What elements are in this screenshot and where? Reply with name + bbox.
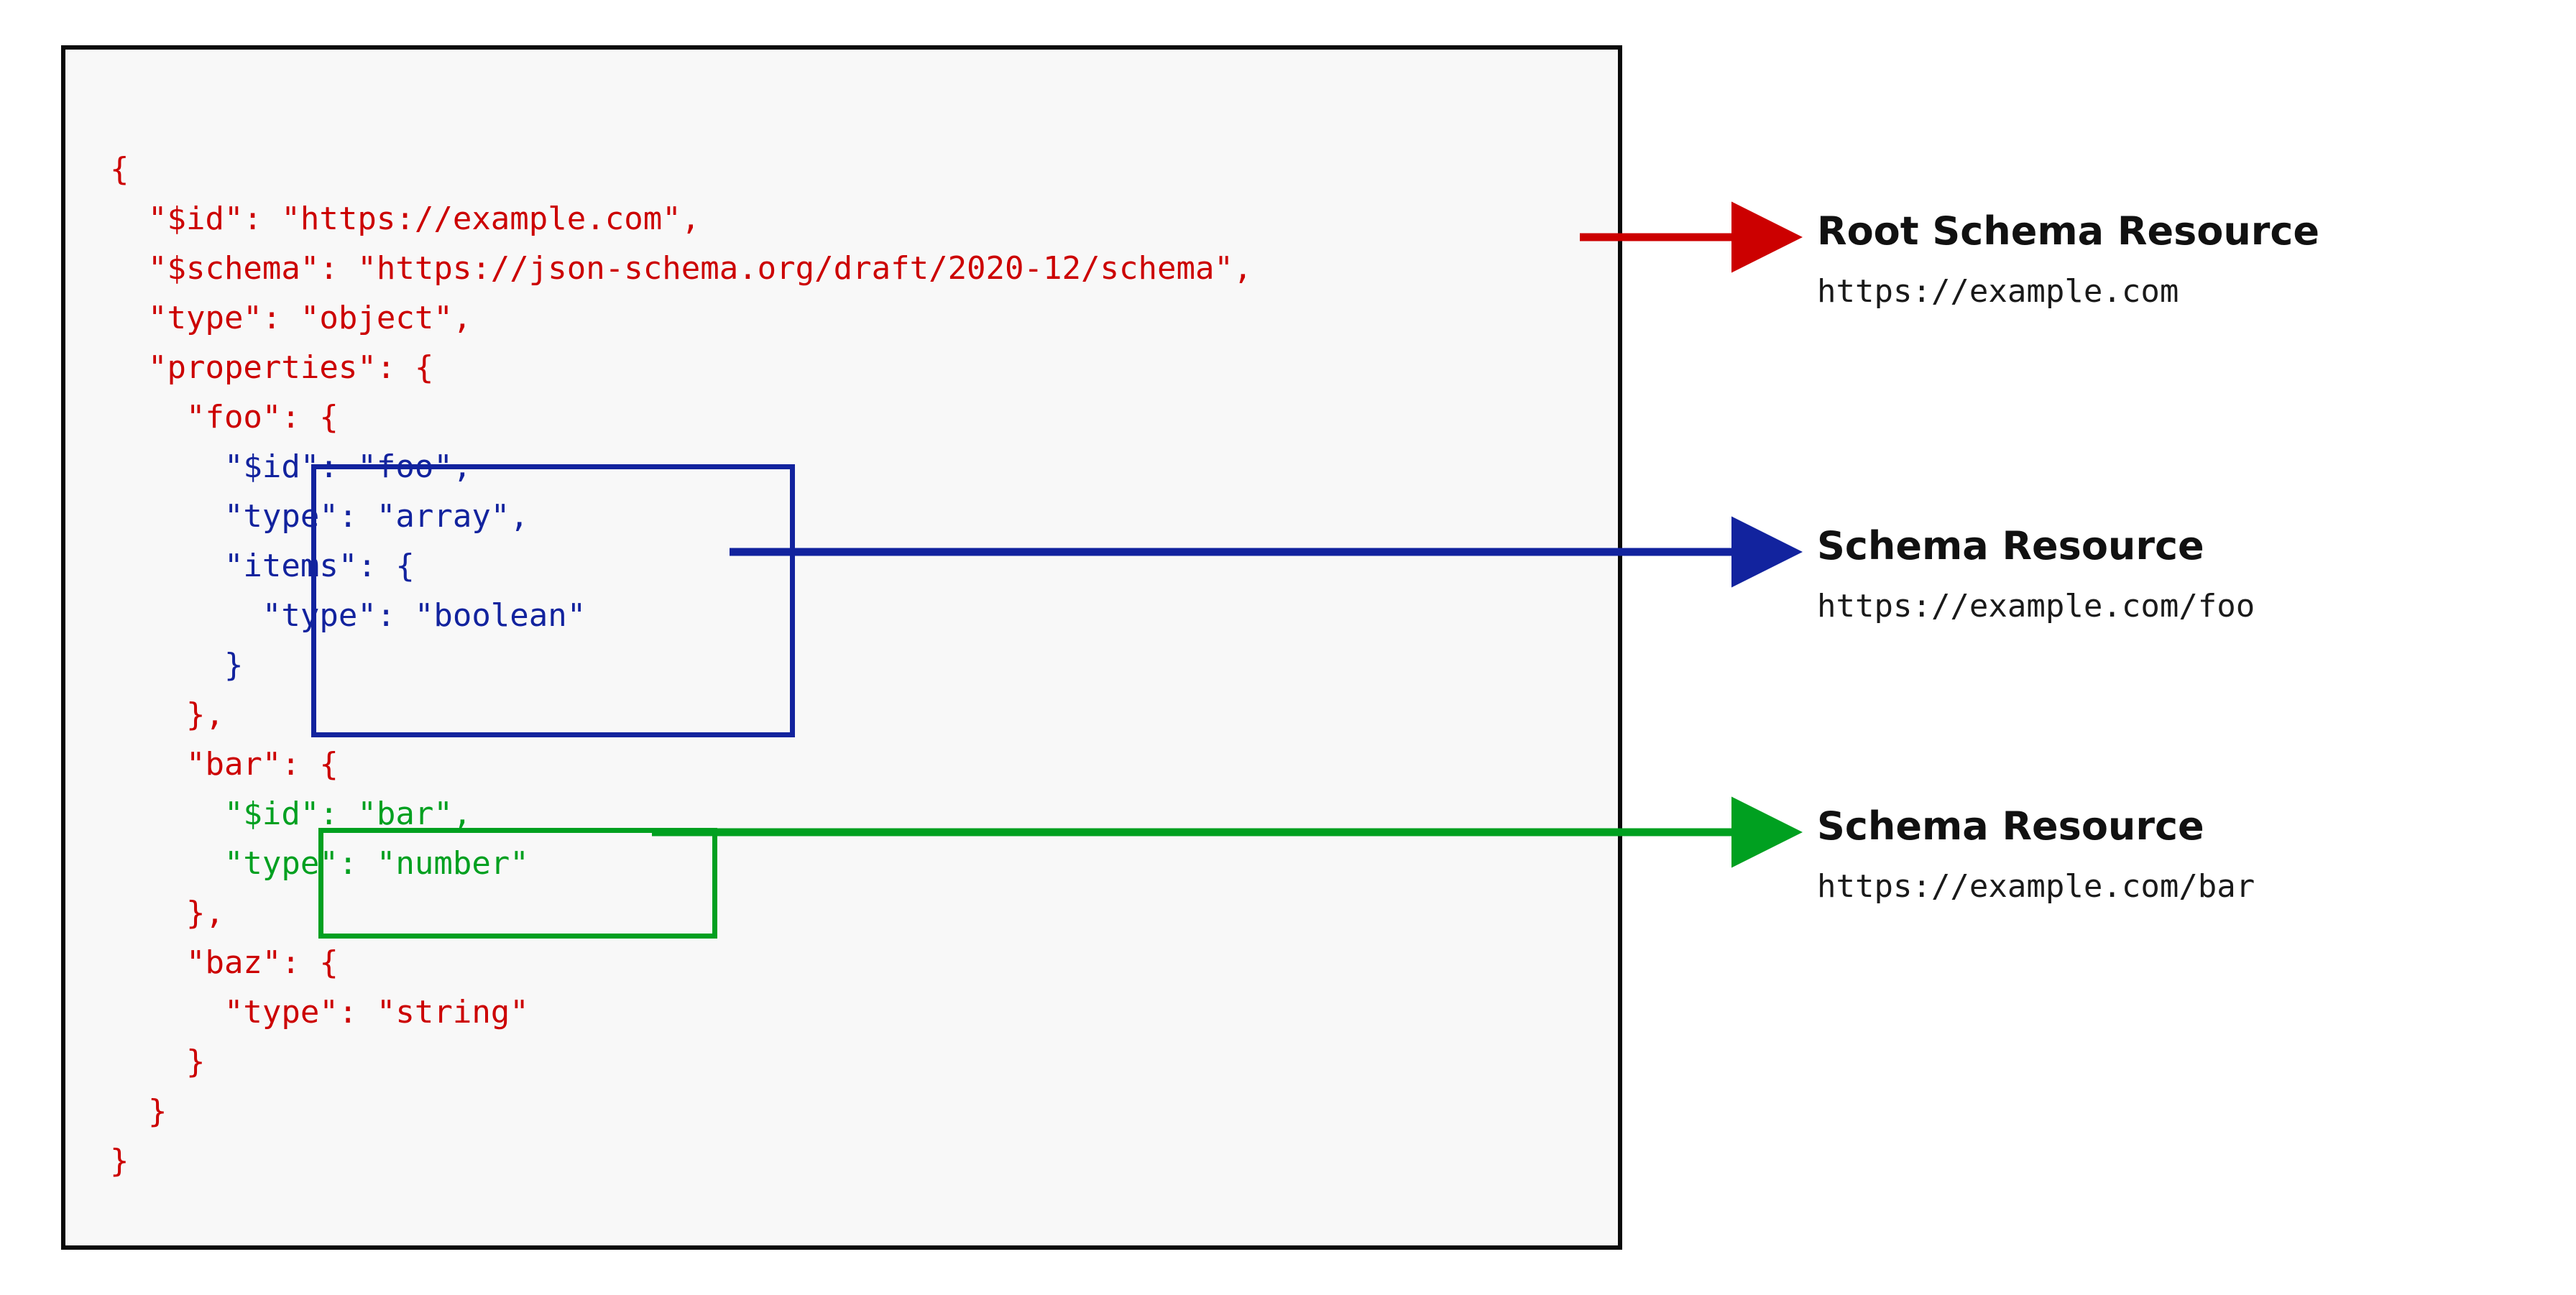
code-line: "type": "boolean"	[110, 597, 586, 634]
code-line: },	[110, 696, 224, 733]
code-line: }	[110, 647, 244, 683]
code-line: "type": "string"	[110, 994, 529, 1031]
code-line: "properties": {	[110, 349, 434, 386]
code-line: "items": {	[110, 548, 415, 584]
code-line: {	[110, 151, 129, 188]
code-line: "baz": {	[110, 944, 339, 981]
annotation-uri: https://example.com/foo	[1817, 588, 2255, 625]
code-line: "bar": {	[110, 746, 339, 783]
json-code-listing: { "$id": "https://example.com", "$schema…	[110, 144, 1252, 1186]
code-line: "$id": "https://example.com",	[110, 201, 701, 237]
annotation-title: Schema Resource	[1817, 523, 2204, 568]
code-line: "$id": "foo",	[110, 448, 472, 485]
code-line: "type": "array",	[110, 498, 529, 535]
code-line: "$id": "bar",	[110, 796, 472, 832]
annotation-uri: https://example.com	[1817, 273, 2179, 310]
annotation-uri: https://example.com/bar	[1817, 868, 2255, 905]
json-code-panel: { "$id": "https://example.com", "$schema…	[61, 45, 1622, 1250]
annotation-bar-schema-resource: Schema Resource https://example.com/bar	[1817, 805, 2550, 905]
annotation-title: Schema Resource	[1817, 803, 2204, 849]
code-line: }	[110, 1043, 206, 1080]
annotation-title: Root Schema Resource	[1817, 208, 2320, 254]
code-line: "$schema": "https://json-schema.org/draf…	[110, 250, 1253, 287]
code-line: "type": "object",	[110, 300, 472, 336]
code-line: },	[110, 895, 224, 931]
code-line: "foo": {	[110, 399, 339, 435]
code-line: }	[110, 1143, 129, 1179]
annotation-foo-schema-resource: Schema Resource https://example.com/foo	[1817, 525, 2550, 625]
code-line: "type": "number"	[110, 845, 529, 882]
code-line: }	[110, 1093, 167, 1130]
annotation-root-schema-resource: Root Schema Resource https://example.com	[1817, 210, 2550, 310]
